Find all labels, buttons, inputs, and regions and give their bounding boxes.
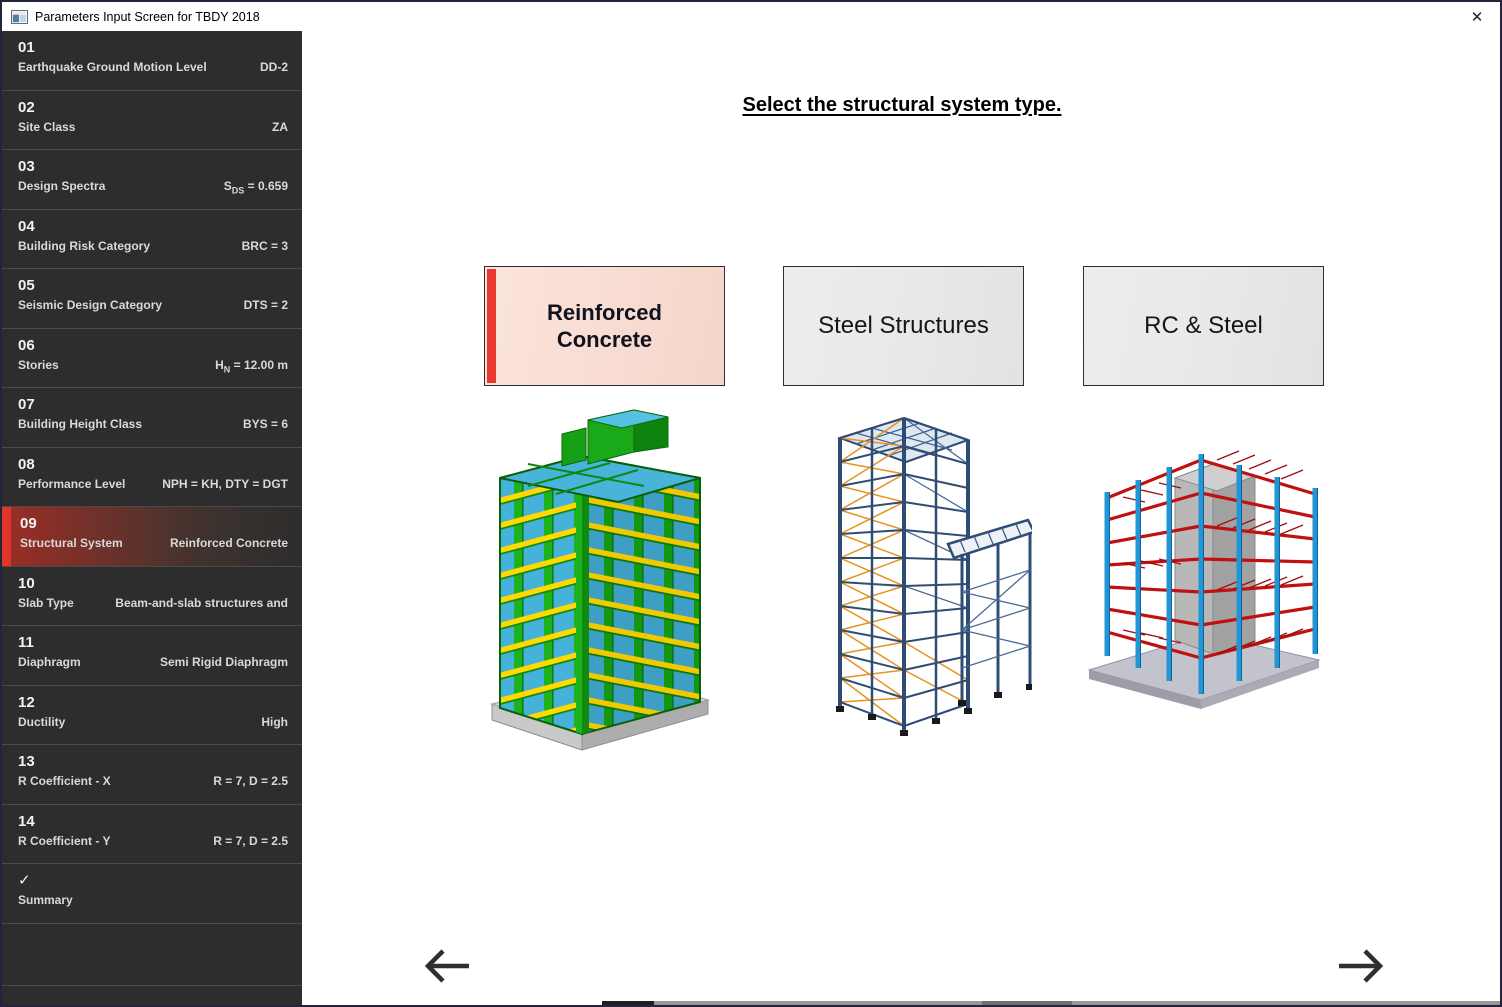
item-number: 04 [18, 217, 35, 235]
item-value: BRC = 3 [241, 238, 288, 253]
item-label: Summary [18, 893, 73, 907]
item-label: Building Risk Category [18, 238, 151, 253]
form-window-icon [11, 9, 28, 24]
rc-steel-frame-preview [1087, 450, 1321, 709]
option-label: RC & Steel [1144, 312, 1263, 339]
item-number: 14 [18, 812, 35, 830]
item-value: R = 7, D = 2.5 [213, 774, 288, 788]
item-number: 12 [18, 693, 35, 711]
item-number: 08 [18, 455, 35, 473]
option-reinforced-concrete[interactable]: Reinforced Concrete [484, 266, 725, 386]
item-number: 11 [18, 634, 34, 651]
item-label: Earthquake Ground Motion Level [18, 60, 207, 74]
item-number: 13 [18, 753, 35, 770]
item-label: Slab Type [18, 595, 74, 610]
option-steel-structures[interactable]: Steel Structures [783, 266, 1024, 386]
item-value: Semi Rigid Diaphragm [159, 655, 288, 669]
item-label: Ductility [18, 714, 66, 729]
item-label: R Coefficient - Y [18, 833, 111, 848]
option-rc-and-steel[interactable]: RC & Steel [1083, 266, 1324, 386]
window-title: Parameters Input Screen for TBDY 2018 [35, 9, 260, 24]
item-value: High [261, 714, 288, 729]
item-value: BYS = 6 [242, 417, 288, 431]
item-number: 01 [18, 39, 35, 56]
sidebar-item-13[interactable]: 13 R Coefficient - X R = 7, D = 2.5 [2, 745, 302, 805]
item-value [83, 893, 288, 907]
page-title: Select the structural system type. [742, 94, 1062, 116]
item-value: HN = 12.00 m [215, 357, 288, 374]
item-label: Seismic Design Category [18, 298, 163, 312]
item-label: Design Spectra [18, 179, 106, 193]
item-value: NPH = KH, DTY = DGT [162, 476, 288, 491]
item-value: DTS = 2 [243, 298, 288, 312]
item-label: R Coefficient - X [18, 774, 111, 788]
item-label: Stories [18, 357, 59, 372]
rc-building-preview [490, 409, 710, 751]
item-value: ZA [272, 119, 288, 134]
item-number: 09 [20, 515, 37, 532]
title-bar: Parameters Input Screen for TBDY 2018 ✕ [2, 2, 1500, 31]
left-arrow-icon[interactable] [419, 944, 473, 988]
steel-tower-preview [836, 416, 1032, 736]
check-icon: ✓ [18, 872, 31, 889]
option-label: Steel Structures [818, 312, 989, 339]
item-number: 03 [18, 158, 35, 175]
close-icon[interactable]: ✕ [1454, 2, 1500, 31]
item-label: Performance Level [18, 476, 126, 491]
item-number: 07 [18, 396, 35, 413]
item-number: 05 [18, 277, 35, 294]
item-value: Reinforced Concrete [169, 536, 288, 550]
taskbar-edge [602, 1001, 1500, 1005]
item-label: Diaphragm [18, 655, 81, 669]
item-value: SDS = 0.659 [223, 179, 288, 196]
item-label: Site Class [18, 119, 76, 134]
sidebar-item-14[interactable]: 14 R Coefficient - Y R = 7, D = 2.5 [2, 805, 302, 864]
right-arrow-icon[interactable] [1335, 944, 1389, 988]
option-label: Reinforced Concrete [547, 299, 662, 353]
item-number: 06 [18, 336, 35, 354]
item-value: DD-2 [259, 60, 288, 74]
sidebar-empty-panel [2, 986, 302, 1006]
sidebar-empty-panel [2, 924, 302, 986]
item-label: Building Height Class [18, 417, 143, 431]
item-number: 02 [18, 98, 35, 116]
item-label: Structural System [20, 536, 123, 550]
item-value: R = 7, D = 2.5 [213, 833, 288, 848]
sidebar-item-summary[interactable]: ✓ Summary [2, 864, 302, 924]
item-value: Beam-and-slab structures and [115, 595, 288, 610]
item-number: 10 [18, 574, 35, 592]
